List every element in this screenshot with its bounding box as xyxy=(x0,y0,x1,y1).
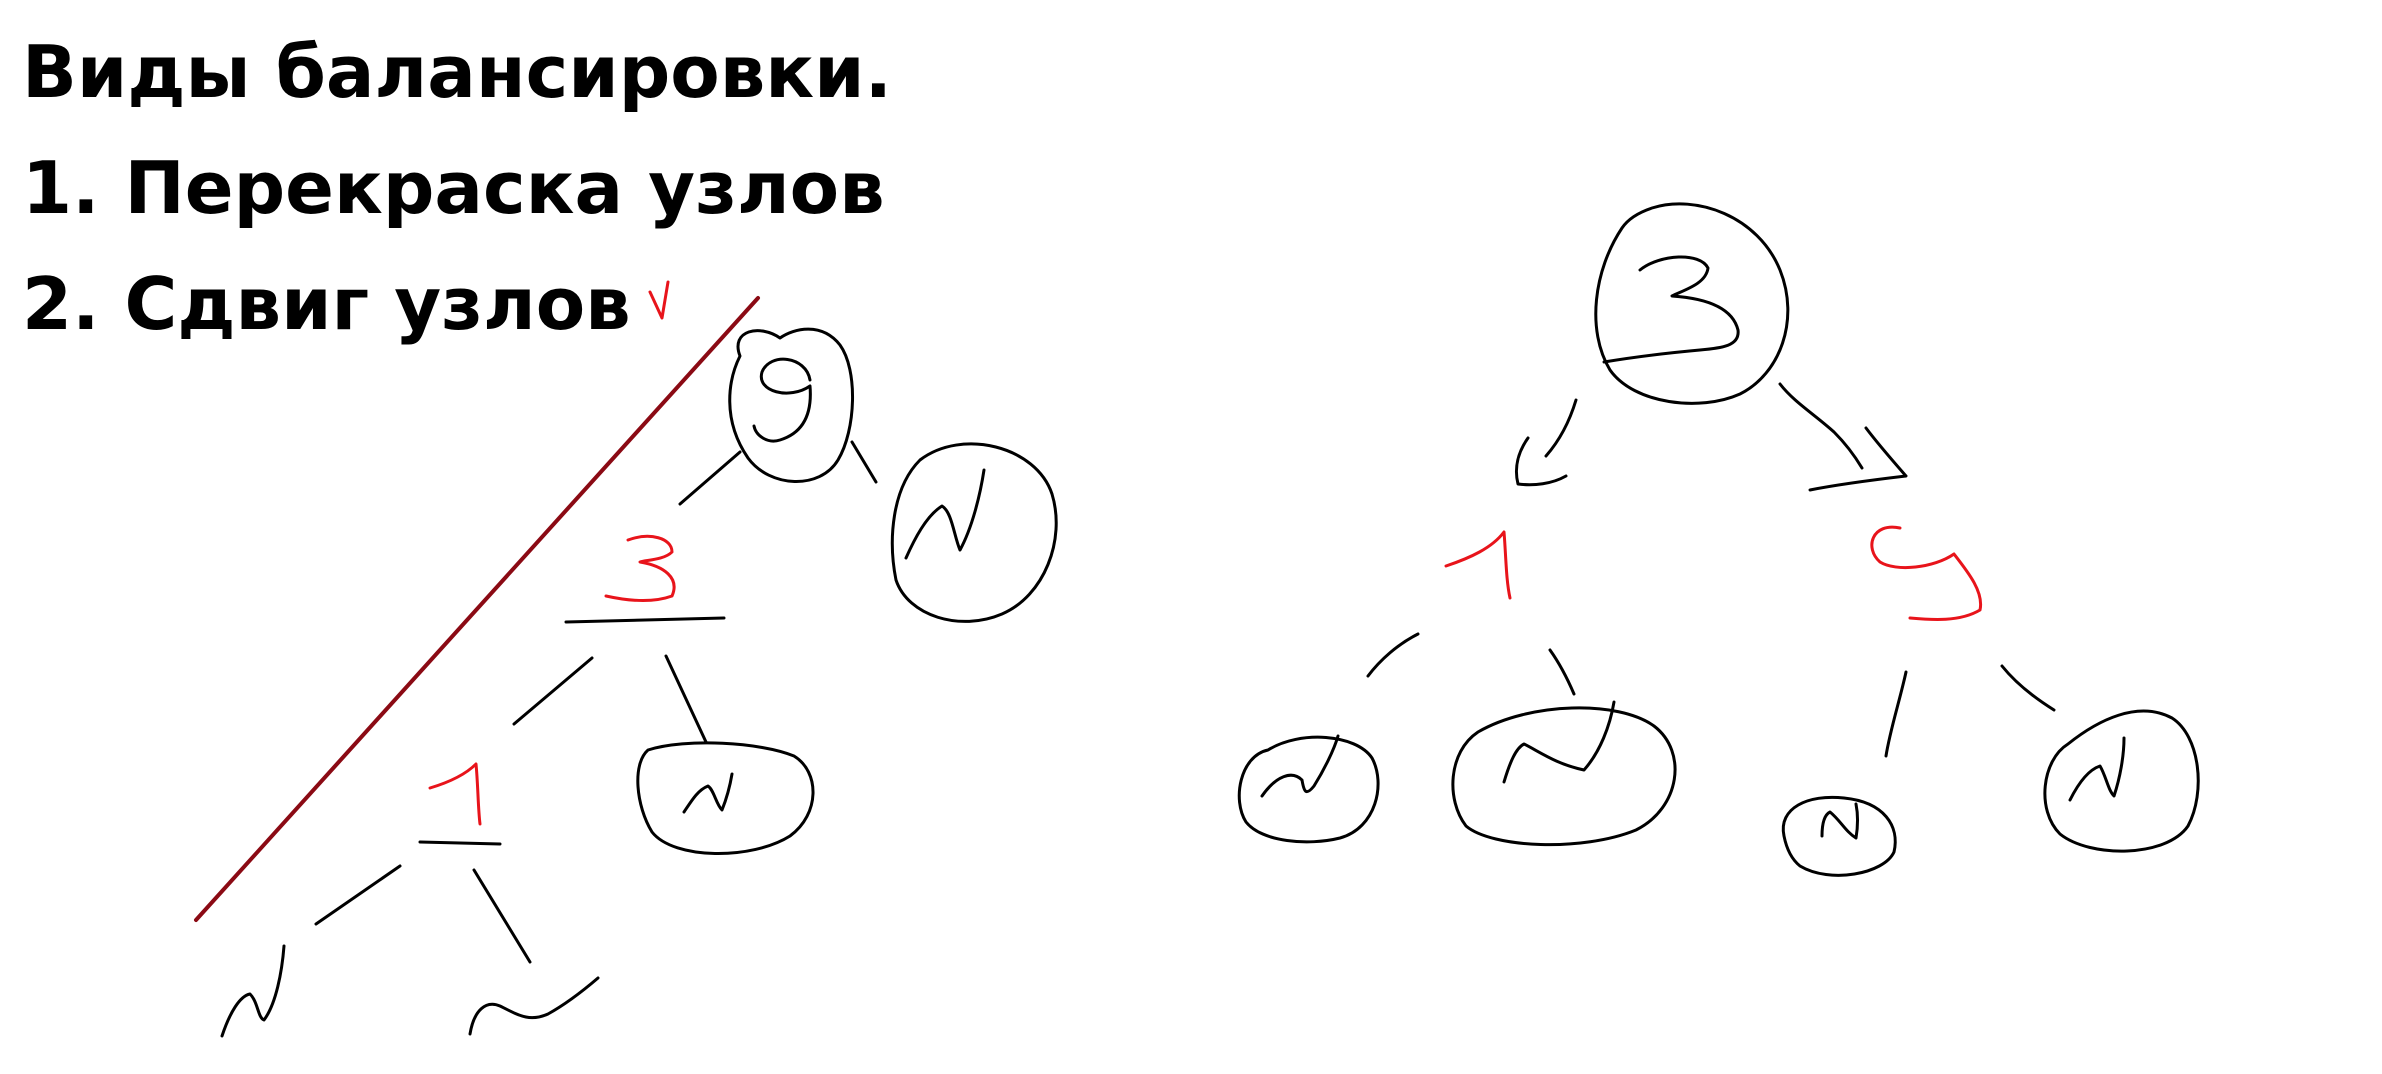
left-edge-1-nil-a xyxy=(314,864,402,926)
node-label-9 xyxy=(752,357,812,443)
list-item-rotation: 2. Сдвиг узлов xyxy=(22,262,631,346)
nil-circle xyxy=(1237,735,1380,844)
left-nil-leaf-1 xyxy=(890,442,1058,623)
node-underline xyxy=(564,616,726,624)
node-label-3 xyxy=(1602,255,1740,364)
right-tree xyxy=(1237,202,2200,877)
left-tree xyxy=(220,327,1058,1038)
nil-label xyxy=(1502,700,1616,784)
right-node-label-9 xyxy=(1870,525,1983,621)
nil-circle xyxy=(636,741,815,855)
right-edge-9-nil-b xyxy=(2000,664,2056,712)
nil-circle xyxy=(890,442,1058,623)
right-nil-leaf-4 xyxy=(2043,709,2200,853)
node-underline xyxy=(418,840,502,846)
left-node-9 xyxy=(728,327,854,483)
left-nil-leaf-2 xyxy=(636,741,815,855)
right-nil-leaf-3 xyxy=(1781,795,1897,877)
left-nil-scribble-2 xyxy=(468,976,600,1036)
arrow-head-right xyxy=(1808,426,1908,492)
node-label-1 xyxy=(428,762,482,826)
node-circle xyxy=(1594,202,1790,405)
arrow-head-left xyxy=(1514,436,1568,487)
right-edge-1-nil-b xyxy=(1548,648,1576,696)
left-edge-1-nil-b xyxy=(472,868,532,964)
list-item-recoloring: 1. Перекраска узлов xyxy=(22,146,885,230)
right-node-label-1 xyxy=(1444,530,1512,600)
nil-label xyxy=(682,772,734,814)
left-node-1 xyxy=(418,762,502,846)
left-edge-3-nil xyxy=(664,654,708,744)
left-node-3 xyxy=(564,535,726,624)
nil-label xyxy=(1820,802,1859,840)
page-title: Виды балансировки. xyxy=(22,30,892,114)
strike-through-line xyxy=(194,296,760,922)
node-circle xyxy=(728,327,854,483)
left-nil-scribble-1 xyxy=(220,944,286,1038)
right-nil-leaf-2 xyxy=(1451,700,1677,847)
right-edge-3-1 xyxy=(1544,398,1578,458)
nil-label xyxy=(2068,736,2126,802)
nil-circle xyxy=(2043,709,2200,853)
right-edge-1-nil-a xyxy=(1366,632,1420,678)
right-edge-3-9 xyxy=(1778,382,1864,470)
right-edge-9-nil-a xyxy=(1884,670,1908,758)
nil-circle xyxy=(1781,795,1897,877)
nil-label xyxy=(904,468,986,560)
left-edge-9-nil xyxy=(850,440,878,484)
left-edge-3-1 xyxy=(512,656,594,726)
right-node-3 xyxy=(1594,202,1790,405)
checkmark-icon xyxy=(648,280,670,320)
right-nil-leaf-1 xyxy=(1237,734,1380,844)
left-edge-9-3 xyxy=(678,450,742,506)
node-label-3 xyxy=(604,535,676,603)
nil-label xyxy=(1260,734,1340,798)
nil-circle xyxy=(1451,706,1677,847)
heading-block: Виды балансировки. 1. Перекраска узлов 2… xyxy=(22,14,892,362)
